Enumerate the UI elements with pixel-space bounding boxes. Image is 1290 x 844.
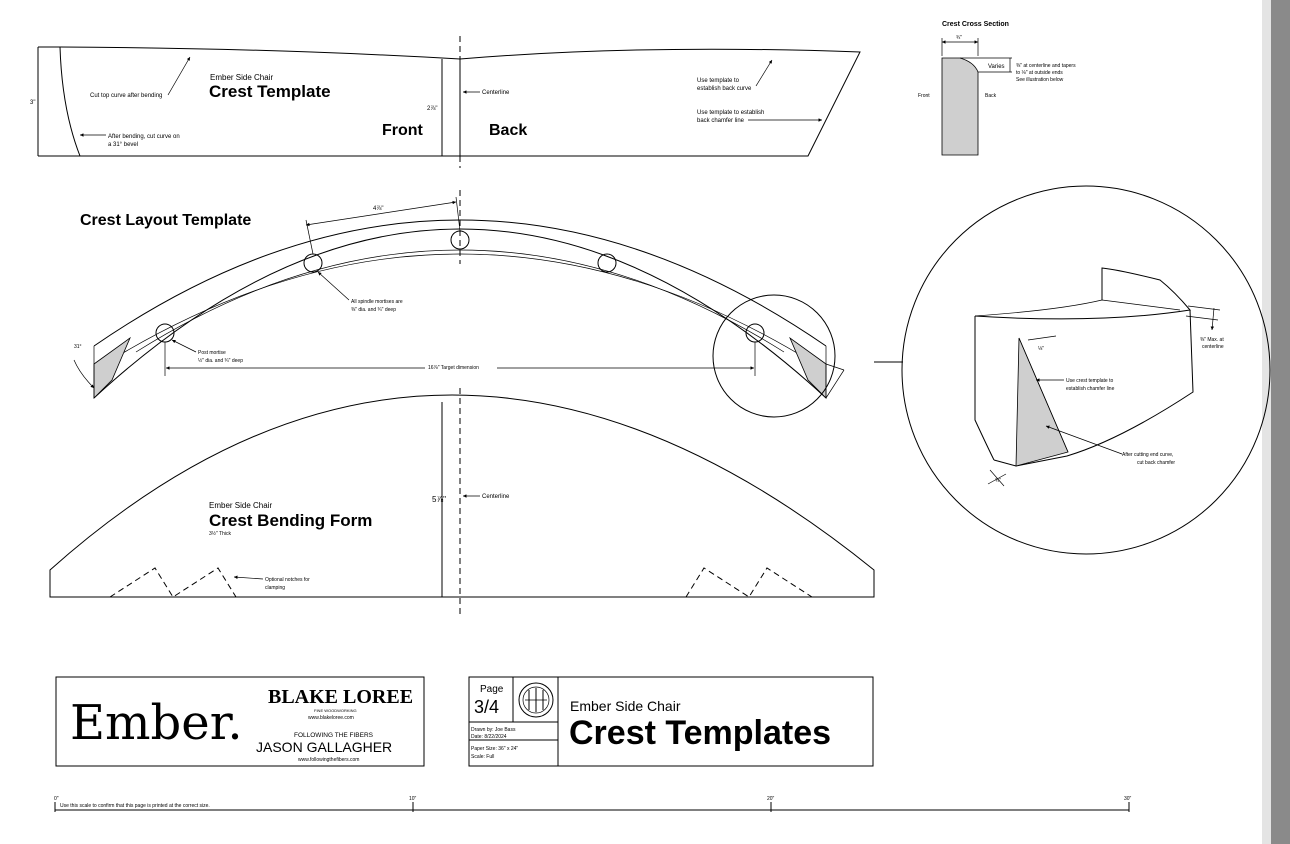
scale-bar: 0" 10" 20" 30" Use this scale to confirm…: [54, 796, 1132, 812]
cross-section-note-2: to ⅛" at outside ends: [1016, 70, 1063, 76]
post-note-2: ½" dia. and ¾" deep: [198, 357, 243, 364]
clamp-notches-right: [685, 567, 813, 598]
bending-form-title: Crest Bending Form: [209, 511, 372, 530]
layout-arc-inner-line: [107, 253, 813, 363]
note-cut-top-curve: Cut top curve after bending: [90, 93, 162, 99]
crest-template-back-outline: [459, 48, 861, 157]
detail-chamfer-note-2: establish chamfer line: [1066, 386, 1115, 392]
paper-size: Paper Size: 36" x 24": [471, 746, 518, 752]
detail-callout-circle-small: [712, 294, 836, 418]
detail-max-note-1: ⅜" Max. at: [1200, 337, 1224, 343]
page-edge-shadow: [1262, 0, 1271, 844]
drawing-scale: Scale: Full: [471, 754, 494, 760]
drawn-by: Drawn by: Joe Bass: [471, 727, 516, 733]
layout-title: Crest Layout Template: [80, 212, 251, 229]
target-dimension: 16⅞" Target dimension: [428, 365, 479, 371]
top-centerline-label: Centerline: [482, 90, 510, 96]
scale-label-0: 0": [54, 796, 59, 802]
detail-end-note-2: cut back chamfer: [1137, 460, 1175, 466]
notch-note-2: clamping: [265, 585, 285, 591]
scale-label-20: 20": [767, 796, 775, 802]
cross-section-note-3: See illustration below: [1016, 77, 1064, 83]
crest-template-bevel-curve: [59, 46, 81, 157]
layout-arc-outer-top: [93, 219, 827, 347]
crest-template-center-dim: 2⅞": [427, 106, 437, 112]
bending-form-subtitle: Ember Side Chair: [209, 501, 272, 510]
cross-section-note-1: ⅜" at centerline and tapers: [1016, 63, 1076, 69]
title-block: Page 3/4 Drawn by: Joe Bass Date: 8/22/2…: [468, 676, 874, 767]
detail-chamfer-face: [1015, 337, 1069, 467]
cross-section-varies: Varies: [988, 64, 1005, 70]
crest-template-subtitle: Ember Side Chair: [210, 73, 273, 82]
blake-loree-logo: BLAKE LOREE: [268, 686, 413, 708]
detail-end-note-1: After cutting end curve,: [1122, 452, 1173, 458]
drawing-date: Date: 8/22/2024: [471, 734, 507, 740]
brand-box: Ember. BLAKE LOREE FINE WOODWORKING www.…: [55, 676, 425, 767]
layout-left-chamfer: [93, 336, 131, 399]
note-chamfer-1: Use template to establish: [697, 110, 764, 116]
spindle-note-2: ⅜" dia. and ¾" deep: [351, 307, 396, 313]
detail-small-dim: ⅛": [1038, 346, 1044, 352]
layout-right-chamfer: [789, 336, 827, 399]
bending-form-outline: [49, 394, 875, 598]
monogram-icon: [518, 682, 554, 718]
scale-label-10: 10": [409, 796, 417, 802]
crest-layout-drawing: Crest Layout Template 4⅞" 31° All spindl…: [73, 190, 903, 418]
note-back-curve-2: establish back curve: [697, 86, 752, 92]
blake-url: www.blakeloree.com: [308, 715, 354, 721]
notch-note-1: Optional notches for: [265, 577, 310, 583]
note-chamfer-2: back chamfer line: [697, 118, 745, 124]
cross-section-title: Crest Cross Section: [942, 21, 1009, 28]
detail-chamfer-note-1: Use crest template to: [1066, 378, 1113, 384]
bending-form-thickness: 3½" Thick: [209, 530, 231, 537]
cross-section-width-dim: ¾": [956, 35, 962, 41]
note-back-curve-1: Use template to: [697, 78, 740, 84]
bending-centerline-label: Centerline: [482, 494, 510, 500]
detail-bottom-dim: ¾": [995, 478, 1001, 484]
crest-template-height-dim: 3": [30, 100, 35, 106]
cross-section-back: Back: [985, 93, 997, 99]
scale-note: Use this scale to confirm that this page…: [60, 803, 210, 809]
crest-template-back-label: Back: [489, 122, 527, 139]
ember-logo: Ember.: [70, 695, 243, 751]
brand-box-frame: [55, 676, 425, 767]
note-bevel-line-1: After bending, cut curve on: [108, 134, 180, 140]
layout-angle: 31°: [74, 344, 82, 350]
bending-form-drawing: 5⅞" Centerline Ember Side Chair Crest Be…: [49, 388, 875, 615]
detail-max-note-2: centerline: [1202, 344, 1224, 350]
layout-spacing-dim: 4⅞": [373, 206, 383, 212]
cross-section-profile: [941, 57, 979, 156]
post-note-1: Post mortise: [198, 350, 226, 356]
layout-arc-inner-line-2: [135, 249, 785, 353]
title-block-subtitle: Ember Side Chair: [570, 698, 681, 714]
clamp-notches-left: [109, 567, 237, 598]
bending-form-height-dim: 5⅞": [432, 495, 446, 504]
crest-template-front-label: Front: [382, 122, 424, 139]
fine-woodworking: FINE WOODWORKING: [314, 708, 357, 713]
fibers-url: www.followingthefibers.com: [298, 757, 359, 763]
spindle-note-1: All spindle mortises are: [351, 299, 403, 305]
cross-section-front: Front: [918, 93, 930, 99]
title-block-title: Crest Templates: [569, 714, 831, 752]
page-edge-border: [1271, 0, 1290, 844]
page-label: Page: [480, 684, 504, 695]
detail-view-drawing: ⅜" Max. at centerline ⅛" Use crest templ…: [901, 185, 1271, 555]
detail-callout-circle-large: [901, 185, 1271, 555]
page-value: 3/4: [474, 697, 499, 717]
crest-template-drawing: 3" 2⅞" Ember Side Chair Crest Template F…: [30, 36, 861, 168]
crest-template-title: Crest Template: [209, 82, 331, 101]
following-the-fibers: FOLLOWING THE FIBERS: [294, 732, 374, 739]
note-bevel-line-2: a 31° bevel: [108, 142, 138, 148]
cross-section-drawing: Crest Cross Section ¾" Varies ⅜" at cent…: [918, 21, 1076, 156]
spindle-mortise-3: [597, 253, 617, 273]
crest-template-front-outline: [38, 46, 461, 157]
scale-label-30: 30": [1124, 796, 1132, 802]
author-name: JASON GALLAGHER: [256, 739, 392, 755]
